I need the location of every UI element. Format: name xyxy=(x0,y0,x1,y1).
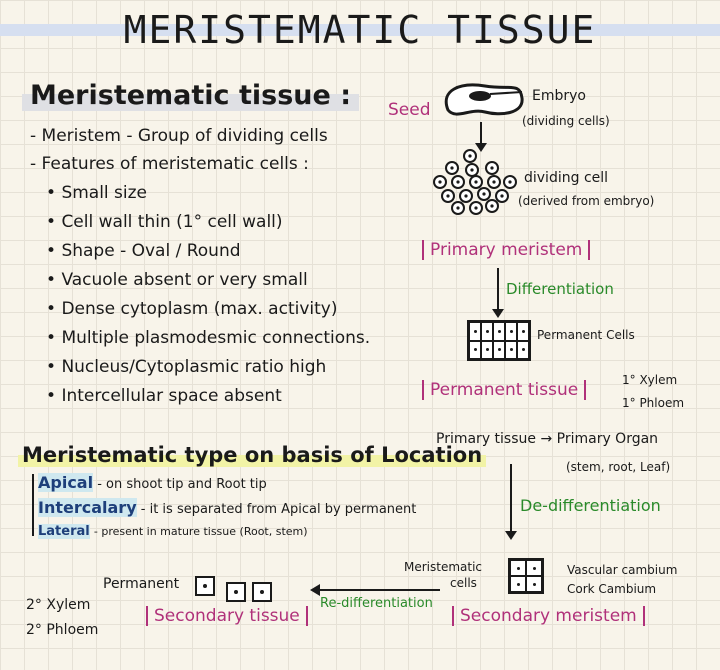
dividing-cell-label: dividing cell xyxy=(524,170,609,186)
cell xyxy=(505,340,517,359)
cell xyxy=(505,322,517,341)
meristematic-cells-label2: cells xyxy=(450,576,477,590)
dividing-cell-sub: (derived from embryo) xyxy=(518,194,655,208)
primary-meristem: Primary meristem xyxy=(422,240,591,260)
cell xyxy=(493,340,505,359)
dividing-cells-icon xyxy=(433,149,517,215)
feature-item: • Small size xyxy=(46,183,148,203)
pri-xylem: 1° Xylem xyxy=(622,373,678,387)
feature-item: • Cell wall thin (1° cell wall) xyxy=(46,212,283,232)
organ-examples: (stem, root, Leaf) xyxy=(566,460,671,474)
cell-icon xyxy=(441,189,455,203)
title-stripe xyxy=(0,24,720,36)
permanent-tissue: Permanent tissue xyxy=(422,380,587,400)
type-lateral: Lateral - present in mature tissue (Root… xyxy=(38,524,308,539)
cell-icon xyxy=(445,161,459,175)
cell-icon xyxy=(495,189,509,203)
type-intercalary: Intercalary - it is separated from Apica… xyxy=(38,498,417,517)
redifferentiation-label: Re-differentiation xyxy=(320,596,433,611)
primary-flow: Primary tissue → Primary Organ xyxy=(436,431,659,447)
seed-label: Seed xyxy=(388,100,431,120)
dedifferentiation-label: De-differentiation xyxy=(520,496,661,515)
feature-item: • Nucleus/Cytoplasmic ratio high xyxy=(46,357,327,377)
location-heading: Meristematic type on basis of Location xyxy=(18,443,487,467)
cell xyxy=(517,340,529,359)
section-heading: Meristematic tissue : xyxy=(22,80,359,111)
cell xyxy=(517,322,529,341)
embryo-sub: (dividing cells) xyxy=(522,114,610,128)
cell-icon xyxy=(487,175,501,189)
cell xyxy=(481,340,493,359)
cell xyxy=(469,340,481,359)
down-arrow-icon xyxy=(492,268,504,318)
cell-icon xyxy=(503,175,517,189)
cell-icon xyxy=(465,163,479,177)
cell-icon xyxy=(485,199,499,213)
cell-icon xyxy=(463,149,477,163)
cork-cambium: Cork Cambium xyxy=(567,582,657,596)
cell-icon xyxy=(459,189,473,203)
type-apical: Apical - on shoot tip and Root tip xyxy=(38,473,267,492)
permanent-label: Permanent xyxy=(103,576,180,592)
cell xyxy=(510,576,526,592)
cell xyxy=(493,322,505,341)
cell-icon xyxy=(477,187,491,201)
cell-icon xyxy=(451,201,465,215)
list-item: - Features of meristematic cells : xyxy=(30,154,309,174)
secondary-tissue: Secondary tissue xyxy=(146,606,308,626)
cell-icon xyxy=(252,582,272,602)
embryo-label: Embryo xyxy=(532,88,586,104)
feature-item: • Shape - Oval / Round xyxy=(46,241,241,261)
bracket-line xyxy=(32,474,34,536)
secondary-meristem: Secondary meristem xyxy=(452,606,645,626)
pri-phloem: 1° Phloem xyxy=(622,396,685,410)
redifferentiation-arrow xyxy=(318,589,440,591)
permanent-cells-icon xyxy=(467,320,531,361)
cell xyxy=(510,560,526,576)
cell xyxy=(526,576,542,592)
permanent-cells-label: Permanent Cells xyxy=(537,328,635,342)
cell xyxy=(469,322,481,341)
cell xyxy=(481,322,493,341)
arrow-head-icon xyxy=(310,584,320,596)
cell-icon xyxy=(451,175,465,189)
cell-icon xyxy=(485,161,499,175)
feature-item: • Multiple plasmodesmic connections. xyxy=(46,328,371,348)
feature-item: • Intercellular space absent xyxy=(46,386,282,406)
vascular-cambium: Vascular cambium xyxy=(567,563,678,577)
cell-icon xyxy=(469,201,483,215)
down-arrow-icon xyxy=(505,464,517,540)
seed-icon xyxy=(444,83,524,116)
sec-phloem: 2° Phloem xyxy=(26,622,99,638)
sec-xylem: 2° Xylem xyxy=(26,597,91,613)
feature-item: • Vacuole absent or very small xyxy=(46,270,308,290)
differentiation-label: Differentiation xyxy=(506,280,614,298)
cell-icon xyxy=(433,175,447,189)
cell-icon xyxy=(469,175,483,189)
cell-icon xyxy=(195,576,215,596)
page-title: MERISTEMATIC TISSUE xyxy=(123,8,597,52)
list-item: - Meristem - Group of dividing cells xyxy=(30,126,328,146)
cell-icon xyxy=(226,582,246,602)
cell xyxy=(526,560,542,576)
feature-item: • Dense cytoplasm (max. activity) xyxy=(46,299,338,319)
meristematic-cells-label: Meristematic xyxy=(404,560,483,574)
meristematic-cells-icon xyxy=(508,558,544,594)
down-arrow-icon xyxy=(475,122,487,152)
